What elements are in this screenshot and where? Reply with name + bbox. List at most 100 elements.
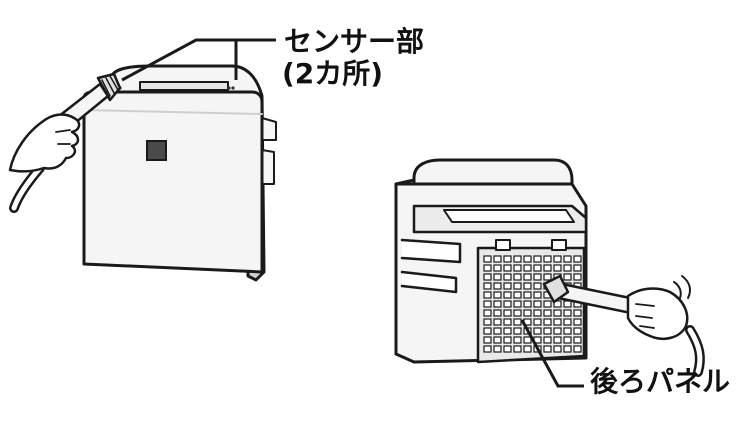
side-vent-upper bbox=[261, 117, 277, 141]
grille-hole bbox=[533, 273, 542, 281]
grille-hole bbox=[493, 327, 502, 335]
grille-hole bbox=[533, 291, 542, 299]
grille-hole bbox=[533, 264, 542, 272]
sensor-label: センサー部 bbox=[284, 25, 425, 58]
left-brush-bristles bbox=[101, 75, 119, 97]
grille-hole bbox=[573, 336, 582, 344]
back-ledge-upper bbox=[400, 238, 462, 264]
grille-hole bbox=[563, 255, 572, 263]
grille-hole bbox=[493, 345, 502, 353]
grille-hole bbox=[523, 273, 532, 281]
grille-hole bbox=[493, 273, 502, 281]
grille-hole bbox=[493, 291, 502, 299]
back-handle-slot bbox=[443, 209, 575, 223]
grille-hole bbox=[513, 300, 522, 308]
purifier-front-body bbox=[82, 90, 264, 274]
grille-hole bbox=[573, 255, 582, 263]
grille-hole bbox=[483, 264, 492, 272]
grille-hole bbox=[483, 345, 492, 353]
grille-hole bbox=[513, 264, 522, 272]
grille-hole bbox=[513, 291, 522, 299]
grille-hole bbox=[513, 282, 522, 290]
grille-hole bbox=[523, 264, 532, 272]
grille-hole bbox=[503, 255, 512, 263]
rear-panel-callout-line bbox=[520, 319, 584, 388]
grille-hole bbox=[483, 309, 492, 317]
rear-panel-tab-right bbox=[551, 239, 567, 251]
grille-hole bbox=[513, 345, 522, 353]
grille-hole bbox=[503, 273, 512, 281]
grille-hole bbox=[523, 300, 532, 308]
grille-hole bbox=[553, 255, 562, 263]
grille-hole bbox=[523, 291, 532, 299]
grille-hole bbox=[533, 255, 542, 263]
grille-hole bbox=[533, 318, 542, 326]
grille-hole bbox=[573, 309, 582, 317]
top-handle-recess bbox=[139, 81, 229, 91]
grille-hole bbox=[503, 264, 512, 272]
grille-hole bbox=[523, 255, 532, 263]
grille-hole bbox=[523, 282, 532, 290]
grille-hole bbox=[553, 264, 562, 272]
grille-hole bbox=[483, 318, 492, 326]
grille-hole bbox=[563, 327, 572, 335]
grille-hole bbox=[553, 345, 562, 353]
grille-hole bbox=[523, 336, 532, 344]
grille-hole bbox=[563, 309, 572, 317]
display-window bbox=[146, 140, 167, 161]
grille-hole bbox=[513, 255, 522, 263]
grille-hole bbox=[493, 336, 502, 344]
grille-hole bbox=[563, 318, 572, 326]
grille-hole bbox=[533, 300, 542, 308]
grille-hole bbox=[543, 264, 552, 272]
grille-hole bbox=[573, 273, 582, 281]
grille-hole bbox=[543, 336, 552, 344]
grille-hole bbox=[513, 336, 522, 344]
grille-hole bbox=[483, 291, 492, 299]
grille-hole bbox=[513, 327, 522, 335]
grille-hole bbox=[533, 309, 542, 317]
motion-lines-icon-outer bbox=[681, 275, 691, 299]
grille-hole bbox=[483, 336, 492, 344]
right-hand-fingers bbox=[635, 303, 655, 329]
grille-hole bbox=[543, 318, 552, 326]
grille-hole bbox=[563, 300, 572, 308]
grille-hole bbox=[563, 345, 572, 353]
grille-hole bbox=[533, 282, 542, 290]
grille-hole bbox=[483, 273, 492, 281]
left-hand-fingers bbox=[55, 129, 71, 145]
grille-hole bbox=[553, 309, 562, 317]
grille-hole bbox=[573, 264, 582, 272]
grille-hole bbox=[483, 255, 492, 263]
right-hand bbox=[626, 287, 689, 340]
grille-hole bbox=[493, 264, 502, 272]
purifier-front-unit bbox=[82, 64, 277, 282]
sensor-count-label: (2カ所) bbox=[282, 57, 384, 90]
grille-hole bbox=[483, 327, 492, 335]
right-hose-inner bbox=[687, 327, 703, 375]
grille-hole bbox=[503, 291, 512, 299]
grille-hole bbox=[543, 273, 552, 281]
left-hand bbox=[8, 113, 81, 173]
grille-hole bbox=[543, 327, 552, 335]
callout-line-left-sensor bbox=[121, 38, 276, 82]
grille-hole bbox=[563, 273, 572, 281]
grille-hole bbox=[543, 255, 552, 263]
grille-hole bbox=[573, 318, 582, 326]
grille-hole bbox=[523, 345, 532, 353]
sensor-callout-lines bbox=[121, 38, 276, 82]
grille-hole bbox=[543, 345, 552, 353]
grille-hole bbox=[533, 327, 542, 335]
grille-hole bbox=[523, 309, 532, 317]
grille-hole bbox=[493, 318, 502, 326]
rear-panel-label: 後ろパネル bbox=[590, 365, 731, 398]
grille-hole bbox=[543, 300, 552, 308]
grille-hole bbox=[573, 345, 582, 353]
grille-hole bbox=[493, 309, 502, 317]
grille-hole bbox=[493, 255, 502, 263]
grille-hole bbox=[553, 336, 562, 344]
back-ledge-lower bbox=[400, 270, 458, 294]
grille-hole bbox=[513, 309, 522, 317]
